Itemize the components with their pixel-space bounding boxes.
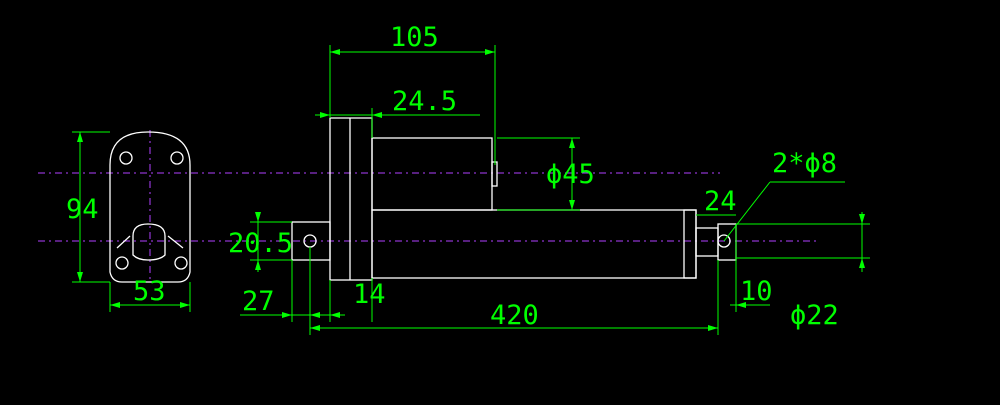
center-lines (38, 130, 820, 280)
rod-end-hole (717, 234, 731, 248)
rear-clevis (291, 221, 331, 261)
motor-endcap (491, 161, 498, 187)
inner-rod (695, 227, 719, 257)
dim-10: 10 (740, 276, 773, 307)
dim-rod-diameter: ϕ22 (790, 300, 839, 331)
end-view-inner-boss (132, 223, 166, 261)
end-view-outline (109, 131, 191, 283)
dim-420: 420 (490, 300, 539, 331)
dim-holes: 2*ϕ8 (772, 148, 837, 179)
dimension-arrows (77, 49, 865, 331)
dim-motor-diameter: ϕ45 (546, 159, 595, 190)
mount-hole-top-left (119, 151, 133, 165)
mount-hole-bottom-left (115, 256, 129, 270)
dimension-labels: 105 24.5 ϕ45 2*ϕ8 94 20.5 53 27 14 420 2… (66, 22, 839, 331)
tube-end-collar (683, 209, 697, 279)
mount-flange (329, 117, 373, 281)
side-view (291, 117, 737, 281)
motor-body (371, 137, 493, 211)
dim-94: 94 (66, 194, 99, 225)
dim-24-5: 24.5 (392, 86, 457, 117)
outer-tube (371, 209, 697, 279)
dim-105: 105 (390, 22, 439, 53)
dim-53: 53 (133, 276, 166, 307)
dim-24: 24 (704, 186, 737, 217)
mount-hole-bottom-right (174, 256, 188, 270)
dim-27: 27 (242, 286, 275, 317)
end-view (109, 131, 191, 283)
mount-hole-top-right (170, 151, 184, 165)
dim-14: 14 (353, 279, 386, 310)
dim-20-5: 20.5 (228, 228, 293, 259)
